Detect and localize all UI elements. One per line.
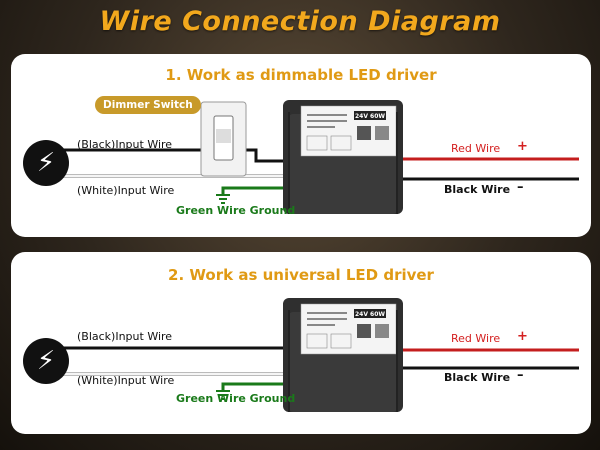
negative-sign: – (517, 180, 524, 195)
ground-label: Green Wire Ground (176, 204, 296, 217)
ground-symbol-icon (216, 194, 230, 204)
panel-dimmable: 24V 60W 1. Work as dimmable LED driver D… (11, 54, 591, 237)
positive-sign: + (517, 139, 528, 154)
ground-label: Green Wire Ground (176, 392, 296, 405)
lightning-bolt-icon: ⚡ (23, 338, 69, 384)
input-white-label: (White)Input Wire (77, 374, 175, 387)
panel-universal: 24V 60W 2. Work as universal LED driver … (11, 252, 591, 434)
black-wire-label: Black Wire (444, 183, 511, 196)
diagram-title: Wire Connection Diagram (99, 6, 501, 37)
green-ground-wire (221, 186, 291, 194)
driver-rating-label: 24V 60W (355, 311, 385, 318)
dimmer-to-driver-wire (246, 148, 291, 163)
green-ground-wire (221, 382, 291, 390)
lightning-bolt-icon: ⚡ (23, 140, 69, 186)
red-wire-label: Red Wire (451, 142, 501, 155)
dimmer-switch-badge: Dimmer Switch (95, 96, 201, 114)
driver-rating-label: 24V 60W (355, 113, 385, 120)
led-driver-box: 24V 60W (283, 100, 403, 214)
panel-1-heading: 1. Work as dimmable LED driver (165, 66, 437, 84)
input-white-label: (White)Input Wire (77, 184, 175, 197)
input-black-label: (Black)Input Wire (77, 330, 173, 343)
negative-sign: – (517, 368, 524, 383)
panel-2-heading: 2. Work as universal LED driver (168, 266, 434, 284)
red-wire-label: Red Wire (451, 332, 501, 345)
ground-symbol-icon (216, 390, 230, 400)
dimmer-switch-icon (200, 101, 247, 177)
led-driver-box: 24V 60W (283, 298, 403, 412)
black-wire-label: Black Wire (444, 371, 511, 384)
panel-1-wiring: 24V 60W (51, 100, 579, 214)
input-black-label: (Black)Input Wire (77, 138, 173, 151)
positive-sign: + (517, 329, 528, 344)
panel-2-wiring: 24V 60W (51, 298, 579, 412)
